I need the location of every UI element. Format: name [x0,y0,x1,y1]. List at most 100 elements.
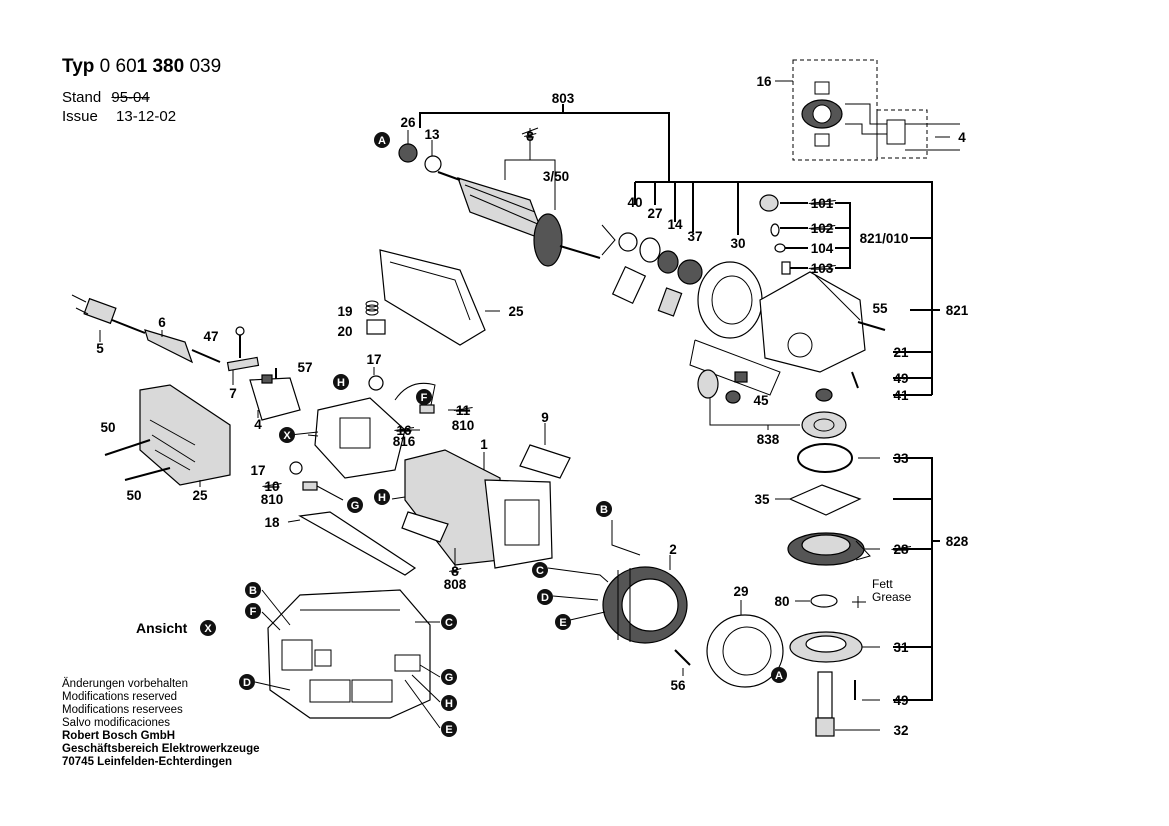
callout-e-mid: E [555,614,571,630]
part-27-ring [639,237,661,263]
part-4-switch [249,374,301,421]
typ-label: Typ [62,56,95,77]
callout-g-mid-text: G [351,500,360,512]
label-810a: 810 [452,418,475,433]
callout-d-mid-text: D [541,592,549,604]
label-16: 16 [756,74,772,89]
wire-d [552,595,599,601]
callout-a-bottom: A [771,667,787,683]
label-18: 18 [264,515,280,530]
part-21-gear-housing [759,271,866,373]
label-28: 28 [893,542,909,557]
part-29-guard [706,600,784,688]
part-55-screw [857,321,886,331]
part-10-brush [302,481,318,491]
stand-label: Stand [62,89,102,106]
callout-a-bottom-text: A [775,670,783,682]
label-821-010: 821/010 [860,231,909,246]
part-45-bearing [725,390,741,404]
callout-h-view: H [441,695,457,711]
callout-x-view-text: X [204,623,212,635]
label-810b: 810 [261,492,284,507]
brush-spring-wire [394,382,436,411]
leader-h2 [391,496,406,500]
label-25b: 25 [192,488,208,503]
label-101: 101 [811,196,834,211]
callout-x-top: X [279,427,295,443]
stand-row: Stand 95-04 [62,89,150,106]
label-33: 33 [893,451,909,466]
view-x-drawing [254,589,441,729]
label-838: 838 [757,432,780,447]
label-29: 29 [733,584,748,599]
label-50b: 50 [126,488,141,503]
label-26: 26 [400,115,416,130]
strike-line [808,225,836,229]
part-56-screw [674,649,691,666]
callout-h-mid-text: H [378,492,386,504]
label-32: 32 [893,723,908,738]
label-16b: 16 [396,423,412,438]
label-80: 80 [774,594,789,609]
label-11: 11 [456,403,471,418]
wire-c [547,567,609,583]
part-80-washer [810,594,838,608]
type-number: Typ 0 601 380 039 [62,56,221,78]
callout-g-view-text: G [445,672,454,684]
typ-bold: 1 380 [136,56,185,77]
label-50a: 50 [100,420,115,435]
part-40-circlip [618,232,638,252]
label-3-50: 3/50 [543,169,569,184]
callout-b-mid: B [596,501,612,517]
part-5-plug-cable [71,294,146,334]
typ-suffix: 039 [189,56,222,77]
part-32-spindle [815,671,835,737]
label-5: 5 [96,341,104,356]
label-4b: 4 [254,417,262,432]
grease-note: Fett Grease [872,578,911,604]
part-35-gasket [788,484,862,516]
callout-c-mid-text: C [536,565,544,577]
label-102: 102 [811,221,834,236]
part-18-bar [298,511,417,576]
callout-c-mid: C [532,562,548,578]
footer-division: Geschäftsbereich Elektrowerkzeuge [62,743,260,755]
label-104: 104 [811,241,834,256]
callout-b-mid-text: B [600,504,608,516]
label-103: 103 [811,261,834,276]
strike-line [262,483,282,487]
label-10: 10 [264,479,279,494]
part-11-brush [419,404,435,414]
bracket-3-50 [504,127,556,210]
label-20: 20 [337,324,352,339]
footer-line-es: Salvo modificaciones [62,717,171,729]
label-45: 45 [753,393,769,408]
wire-b [611,520,641,556]
footer-company: Robert Bosch GmbH [62,730,176,742]
label-31: 31 [893,640,909,655]
callout-e-mid-text: E [559,617,566,629]
label-27: 27 [647,206,662,221]
footer-line-de: Änderungen vorbehalten [62,678,188,690]
grease-arrow [852,596,866,608]
callout-d-view-text: D [243,677,251,689]
typ-prefix: 0 60 [99,56,137,77]
callout-b-view-text: B [249,585,257,597]
part-101 [759,194,779,212]
callout-e-view: E [441,721,457,737]
part-816-brush-holder [289,397,406,479]
footer-note: Änderungen vorbehalten Modifications res… [62,678,260,769]
leader-18 [287,519,301,523]
part-8-ring [601,224,616,256]
part-25-cover-top [379,249,500,346]
label-8a: 8 [526,129,534,144]
part-19-spring [365,300,379,316]
label-6: 6 [158,315,166,330]
part-838-gear [801,411,847,439]
part-25-cover-bottom [139,384,231,486]
wire-e [569,611,606,621]
part-50b-screw [124,467,171,481]
label-4: 4 [958,130,966,145]
strike-line [453,407,473,411]
